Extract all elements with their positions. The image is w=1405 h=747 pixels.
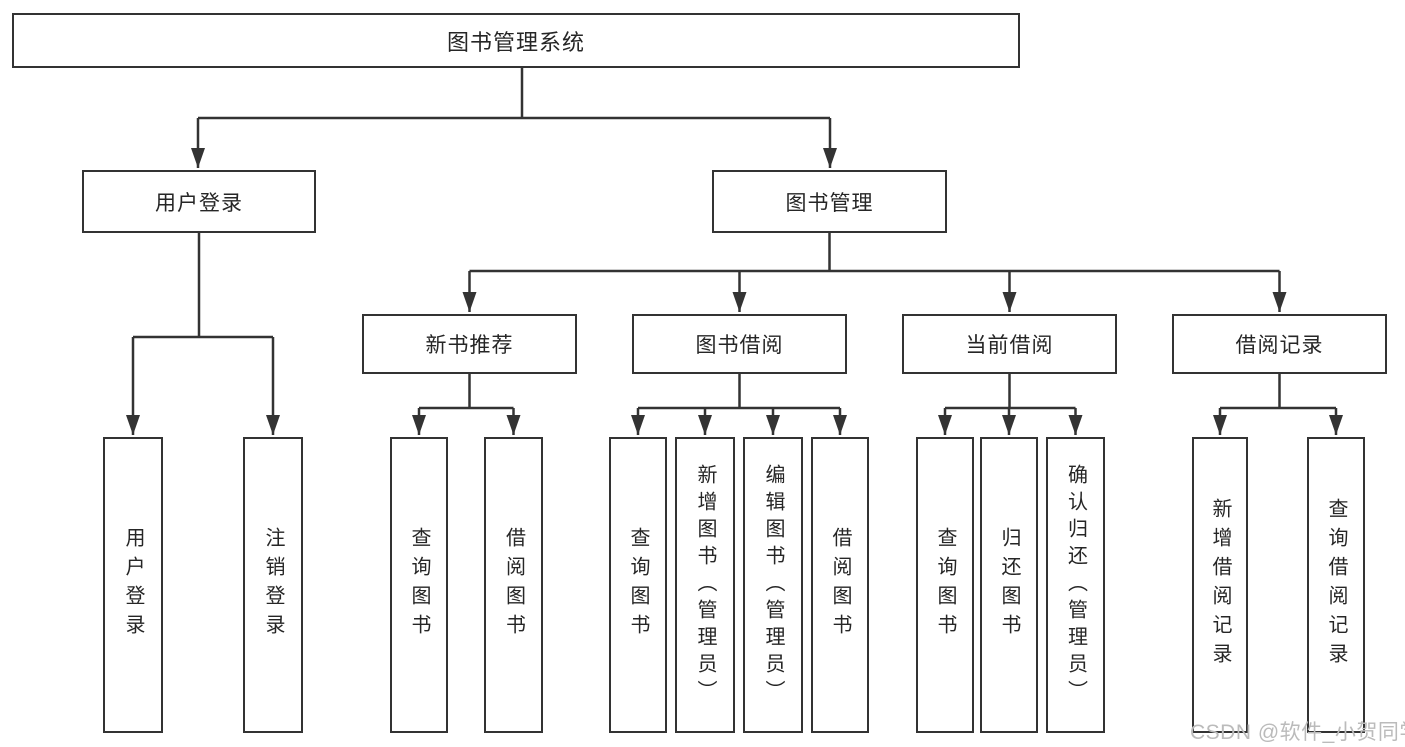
node-label: 查询图书: [408, 527, 430, 643]
node-label: 查询借阅记录: [1325, 498, 1347, 672]
leaf-records-add-record: 新增借阅记录: [1192, 437, 1248, 733]
leaf-records-query-record: 查询借阅记录: [1307, 437, 1365, 733]
node-label: 注销登录: [262, 527, 284, 643]
node-label: 图书借阅: [695, 334, 784, 357]
node-label: 借阅记录: [1235, 334, 1324, 357]
node-label: 借阅图书: [829, 527, 851, 643]
node-label: 新增图书（管理员）: [694, 463, 716, 707]
node-label: 新增借阅记录: [1209, 498, 1231, 672]
node-label: 新书推荐: [425, 334, 514, 357]
node-label: 当前借阅: [965, 334, 1054, 357]
node-book-borrow: 图书借阅: [632, 314, 847, 374]
leaf-recommend-borrow-books: 借阅图书: [484, 437, 543, 733]
node-current-borrow: 当前借阅: [902, 314, 1117, 374]
node-label: 查询图书: [934, 527, 956, 643]
node-label: 用户登录: [155, 191, 243, 215]
node-label: 用户登录: [122, 527, 144, 643]
node-label: 查询图书: [627, 527, 649, 643]
node-new-book-recommend: 新书推荐: [362, 314, 577, 374]
node-label: 借阅图书: [502, 527, 525, 643]
leaf-borrow-add-books-admin: 新增图书（管理员）: [675, 437, 735, 733]
node-label: 编辑图书（管理员）: [762, 463, 784, 707]
leaf-user-login: 用户登录: [103, 437, 163, 733]
leaf-recommend-query-books: 查询图书: [390, 437, 448, 733]
leaf-borrow-edit-books-admin: 编辑图书（管理员）: [743, 437, 803, 733]
node-library-management-system: 图书管理系统: [12, 13, 1020, 68]
leaf-current-return-books: 归还图书: [980, 437, 1038, 733]
node-label: 确认归还（管理员）: [1064, 463, 1087, 707]
leaf-logout: 注销登录: [243, 437, 303, 733]
node-label: 归还图书: [998, 527, 1020, 643]
node-user-login: 用户登录: [82, 170, 316, 233]
leaf-borrow-query-books: 查询图书: [609, 437, 667, 733]
node-borrow-records: 借阅记录: [1172, 314, 1387, 374]
leaf-current-query-books: 查询图书: [916, 437, 974, 733]
node-label: 图书管理: [785, 191, 874, 215]
node-book-management: 图书管理: [712, 170, 947, 233]
node-label: 图书管理系统: [446, 29, 585, 55]
leaf-borrow-borrow-books: 借阅图书: [811, 437, 869, 733]
leaf-current-confirm-return-admin: 确认归还（管理员）: [1046, 437, 1105, 733]
csdn-watermark: CSDN @软件_小贺同学: [1190, 721, 1405, 744]
